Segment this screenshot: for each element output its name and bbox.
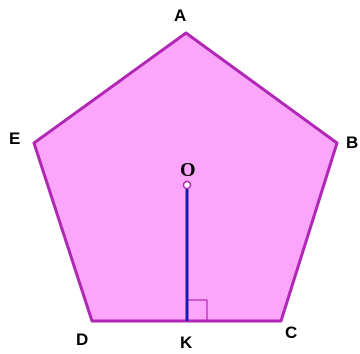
vertex-label-a: A	[174, 6, 186, 25]
vertex-label-e: E	[9, 129, 20, 148]
center-label-o: O	[180, 159, 196, 181]
foot-label-k: K	[180, 333, 193, 352]
vertex-label-c: C	[285, 323, 297, 342]
vertex-label-d: D	[76, 330, 88, 349]
vertex-label-b: B	[346, 133, 358, 152]
center-point-o	[182, 180, 192, 190]
